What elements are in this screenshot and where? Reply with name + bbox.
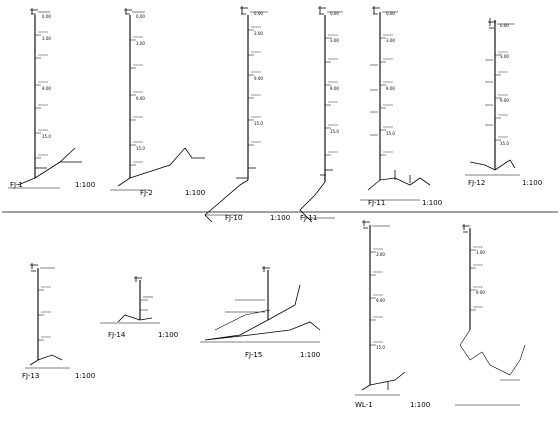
caption-2: FJ-2 — [140, 189, 153, 197]
svg-text:3.00: 3.00 — [330, 38, 339, 43]
caption-8: FJ-14 — [108, 331, 126, 339]
caption-5: FJ-11 — [368, 199, 385, 207]
riser-diagram-7 — [25, 263, 70, 369]
svg-text:3.00: 3.00 — [254, 31, 263, 36]
svg-text:9.00: 9.00 — [376, 298, 385, 303]
caption-1: FJ-1 — [10, 181, 23, 189]
svg-text:15.0: 15.0 — [376, 345, 385, 350]
caption-9: FJ-15 — [245, 351, 262, 359]
svg-text:15.0: 15.0 — [42, 134, 51, 139]
caption-4: FJ-11 — [300, 214, 317, 222]
caption-group: FJ-1 1:100 FJ-2 1:100 FJ-10 1:100 FJ-11 … — [10, 179, 542, 409]
svg-text:15.0: 15.0 — [330, 129, 339, 134]
scale-10: 1:100 — [410, 401, 430, 409]
scale-1: 1:100 — [75, 181, 95, 189]
svg-text:15.0: 15.0 — [136, 146, 145, 151]
svg-text:15.0: 15.0 — [500, 141, 509, 146]
svg-text:9.00: 9.00 — [476, 290, 485, 295]
caption-10: WL-1 — [355, 401, 373, 409]
scale-9: 1:100 — [300, 351, 320, 359]
scale-3: 1:100 — [270, 214, 290, 222]
riser-diagram-9 — [200, 266, 321, 343]
svg-text:9.00: 9.00 — [500, 98, 509, 103]
svg-text:0.00: 0.00 — [136, 14, 145, 19]
riser-diagram-1 — [8, 8, 82, 189]
riser-diagram-3 — [204, 6, 268, 223]
svg-text:0.00: 0.00 — [330, 11, 339, 16]
svg-text:0.00: 0.00 — [386, 11, 395, 16]
riser-diagram-11 — [455, 224, 526, 406]
riser-diagram-5 — [360, 6, 431, 201]
svg-text:9.00: 9.00 — [254, 76, 263, 81]
svg-text:3.00: 3.00 — [42, 36, 51, 41]
caption-7: FJ-13 — [22, 372, 39, 380]
svg-text:0.00: 0.00 — [500, 23, 509, 28]
scale-5: 1:100 — [422, 199, 442, 207]
svg-text:9.00: 9.00 — [386, 86, 395, 91]
svg-text:9.00: 9.00 — [330, 86, 339, 91]
caption-3: FJ-10 — [225, 214, 242, 222]
scale-7: 1:100 — [75, 372, 95, 380]
riser-diagram-8 — [100, 276, 160, 324]
svg-text:3.00: 3.00 — [500, 54, 509, 59]
riser-diagram-6 — [465, 18, 520, 176]
svg-text:3.00: 3.00 — [386, 38, 395, 43]
riser-diagram-4 — [299, 6, 343, 223]
svg-text:9.00: 9.00 — [42, 86, 51, 91]
scale-6: 1:100 — [522, 179, 542, 187]
svg-text:3.00: 3.00 — [476, 250, 485, 255]
riser-diagram-2 — [110, 8, 205, 191]
svg-text:15.0: 15.0 — [386, 131, 395, 136]
svg-text:9.00: 9.00 — [136, 96, 145, 101]
svg-text:0.00: 0.00 — [254, 11, 263, 16]
annotation-labels: 0.00 0.00 0.00 0.00 0.00 0.00 3.00 3.00 3.00 3.0… — [42, 11, 509, 350]
riser-diagram-10 — [355, 220, 406, 396]
svg-text:0.00: 0.00 — [42, 14, 51, 19]
svg-text:15.0: 15.0 — [254, 121, 263, 126]
svg-text:3.00: 3.00 — [376, 252, 385, 257]
caption-6: FJ-12 — [468, 179, 485, 187]
scale-2: 1:100 — [185, 189, 205, 197]
scale-8: 1:100 — [158, 331, 178, 339]
svg-text:3.00: 3.00 — [136, 41, 145, 46]
